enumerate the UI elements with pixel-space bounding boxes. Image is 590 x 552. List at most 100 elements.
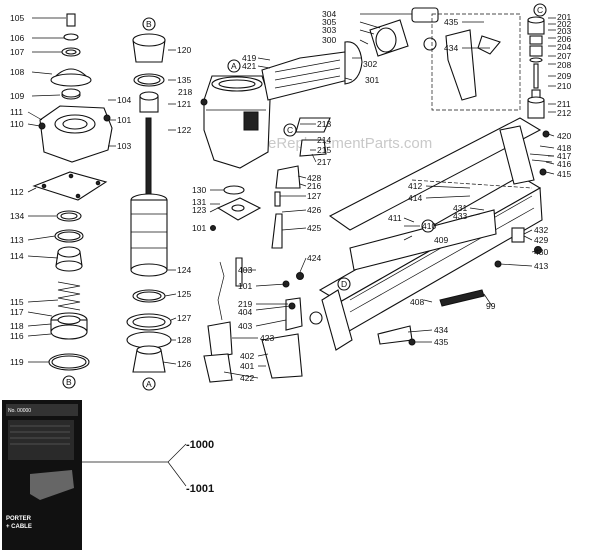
svg-text:130: 130 (192, 185, 206, 195)
svg-text:103: 103 (117, 141, 131, 151)
svg-text:B: B (146, 19, 152, 29)
brand-line1: PORTER (6, 516, 32, 522)
manual-number: No. 00000 (8, 408, 31, 414)
svg-text:418: 418 (557, 143, 571, 153)
svg-text:435: 435 (444, 17, 458, 27)
svg-text:304: 304 (322, 9, 336, 19)
svg-text:414: 414 (408, 193, 422, 203)
svg-text:A: A (146, 379, 152, 389)
svg-text:206: 206 (557, 34, 571, 44)
svg-text:403: 403 (238, 265, 252, 275)
svg-text:107: 107 (10, 47, 24, 57)
svg-text:305: 305 (322, 17, 336, 27)
svg-text:99: 99 (486, 301, 496, 311)
watermark: eReplacementParts.com (268, 135, 432, 152)
callout-1001: -1001 (186, 483, 214, 495)
svg-text:415: 415 (557, 169, 571, 179)
svg-text:417: 417 (557, 151, 571, 161)
svg-text:416: 416 (557, 159, 571, 169)
svg-text:122: 122 (177, 125, 191, 135)
svg-text:433: 433 (453, 211, 467, 221)
latch-bracket (431, 13, 521, 111)
manual-box: No. 00000 PORTER + CABLE (2, 400, 82, 550)
svg-text:420: 420 (557, 131, 571, 141)
svg-text:302: 302 (363, 59, 377, 69)
svg-text:112: 112 (10, 187, 24, 197)
svg-text:210: 210 (557, 81, 571, 91)
svg-text:435: 435 (434, 337, 448, 347)
svg-text:123: 123 (192, 205, 206, 215)
svg-text:202: 202 (557, 19, 571, 29)
svg-text:413: 413 (534, 261, 548, 271)
svg-text:105: 105 (10, 13, 24, 23)
svg-text:124: 124 (177, 265, 191, 275)
svg-text:D: D (341, 279, 347, 289)
svg-text:111: 111 (10, 107, 23, 117)
svg-text:134: 134 (10, 211, 24, 221)
svg-text:409: 409 (434, 235, 448, 245)
svg-text:113: 113 (10, 235, 24, 245)
svg-text:216: 216 (307, 181, 321, 191)
cylinder-stack (126, 33, 172, 373)
svg-text:114: 114 (10, 251, 24, 261)
valve-stack (527, 16, 545, 119)
svg-text:213: 213 (317, 119, 331, 129)
svg-text:408: 408 (410, 297, 424, 307)
svg-text:108: 108 (10, 67, 24, 77)
svg-text:212: 212 (557, 108, 571, 118)
svg-text:120: 120 (177, 45, 191, 55)
svg-text:301: 301 (365, 75, 379, 85)
svg-text:101: 101 (238, 281, 252, 291)
svg-text:126: 126 (177, 359, 191, 369)
svg-text:C: C (287, 125, 293, 135)
svg-text:131: 131 (192, 197, 206, 207)
svg-text:434: 434 (444, 43, 458, 53)
circle-ref-b: B B (62, 17, 156, 389)
svg-text:118: 118 (10, 321, 24, 331)
svg-text:104: 104 (117, 95, 131, 105)
svg-text:403: 403 (238, 321, 252, 331)
svg-text:404: 404 (238, 307, 252, 317)
svg-text:425: 425 (307, 223, 321, 233)
svg-text:419: 419 (242, 53, 256, 63)
svg-text:127: 127 (307, 191, 321, 201)
svg-text:106: 106 (10, 33, 24, 43)
svg-text:423: 423 (260, 333, 274, 343)
svg-text:207: 207 (557, 51, 571, 61)
circle-ref-a: A A (142, 59, 241, 391)
svg-text:421: 421 (242, 61, 256, 71)
center-parts (200, 98, 331, 280)
callout-1000: -1000 (186, 439, 214, 451)
svg-text:101: 101 (192, 223, 206, 233)
svg-text:135: 135 (177, 75, 191, 85)
circle-ref-c: C C (283, 3, 547, 137)
svg-text:A: A (231, 61, 237, 71)
cap-stack (32, 13, 113, 371)
svg-text:101: 101 (117, 115, 131, 125)
svg-text:428: 428 (307, 173, 321, 183)
svg-text:203: 203 (557, 26, 571, 36)
svg-text:215: 215 (317, 145, 331, 155)
svg-text:208: 208 (557, 60, 571, 70)
svg-text:217: 217 (317, 157, 331, 167)
svg-text:424: 424 (307, 253, 321, 263)
part-labels: 105 106 107 108 109 104 101 111 110 103 … (10, 9, 571, 383)
svg-text:B: B (66, 377, 72, 387)
svg-text:204: 204 (557, 42, 571, 52)
svg-text:426: 426 (307, 205, 321, 215)
svg-text:110: 110 (10, 119, 24, 129)
svg-text:C: C (537, 5, 543, 15)
svg-text:211: 211 (557, 99, 571, 109)
svg-text:117: 117 (10, 307, 24, 317)
svg-text:128: 128 (177, 335, 191, 345)
svg-text:401: 401 (240, 361, 254, 371)
svg-text:214: 214 (317, 135, 331, 145)
svg-text:115: 115 (10, 297, 24, 307)
svg-text:430: 430 (534, 247, 548, 257)
svg-text:434: 434 (434, 325, 448, 335)
magazine (318, 117, 543, 351)
svg-text:410: 410 (422, 221, 436, 231)
svg-text:300: 300 (322, 35, 336, 45)
